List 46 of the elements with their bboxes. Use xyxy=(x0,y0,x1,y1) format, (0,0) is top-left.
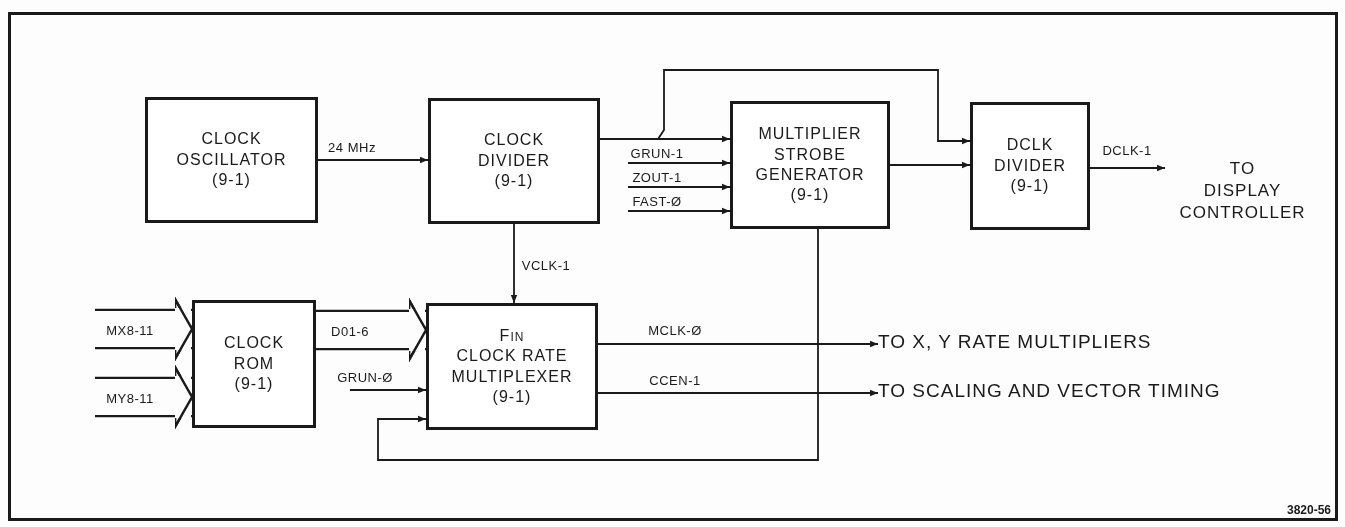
edge-label: MCLK-Ø xyxy=(648,323,702,337)
arrow xyxy=(1089,164,1166,172)
process-box xyxy=(428,98,600,224)
edge-label: D01-6 xyxy=(331,324,369,338)
edge-label: VCLK-1 xyxy=(521,258,571,272)
edge-label: CCEN-1 xyxy=(649,373,701,387)
edge-label: MY8-11 xyxy=(106,391,154,405)
arrow xyxy=(317,156,429,164)
process-box xyxy=(730,101,890,229)
arrow xyxy=(510,223,518,304)
arrow xyxy=(597,340,879,348)
block-label: (9-1) xyxy=(494,171,534,192)
block-label: CLOCK ROM xyxy=(222,333,286,374)
process-box xyxy=(192,300,316,428)
arrow xyxy=(627,159,731,167)
arrow xyxy=(349,386,427,394)
block-label: (9-1) xyxy=(234,374,274,395)
edge-label: FAST-Ø xyxy=(632,194,682,208)
process-box xyxy=(145,97,318,223)
edge-label: MX8-11 xyxy=(106,323,154,337)
block-label: CLOCK RATE MULTIPLEXER xyxy=(450,346,574,387)
block-label: CLOCK DIVIDER xyxy=(477,130,551,171)
block-label: (9-1) xyxy=(212,170,251,191)
arrow xyxy=(627,183,731,191)
block-label: CLOCK OSCILLATOR xyxy=(175,129,288,170)
block-label: (9-1) xyxy=(1010,176,1050,197)
destination-label: TO SCALING AND VECTOR TIMING xyxy=(878,379,1221,403)
block-label: DCLK DIVIDER xyxy=(993,135,1067,176)
edge-label: 24 MHz xyxy=(328,140,376,154)
process-box xyxy=(970,102,1090,230)
destination-label: TO X, Y RATE MULTIPLIERS xyxy=(878,330,1152,354)
edge-label: ZOUT-1 xyxy=(632,170,682,184)
process-box xyxy=(426,303,598,430)
arrow xyxy=(627,207,731,215)
edge-label: GRUN-1 xyxy=(630,146,684,160)
block-label: (9-1) xyxy=(790,185,830,206)
arrow xyxy=(597,389,879,397)
block-label: MULTIPLIER STROBE GENERATOR xyxy=(754,124,866,185)
edge-label: GRUN-Ø xyxy=(337,370,393,384)
figure-number: 3820-56 xyxy=(1286,503,1331,517)
arrow xyxy=(889,161,971,169)
arrow xyxy=(377,228,819,461)
edge-label: DCLK-1 xyxy=(1102,143,1152,157)
destination-label: TO DISPLAY CONTROLLER xyxy=(1178,158,1307,224)
block-label: (9-1) xyxy=(492,386,532,407)
block-label: F$_{IN}$ xyxy=(499,325,525,346)
